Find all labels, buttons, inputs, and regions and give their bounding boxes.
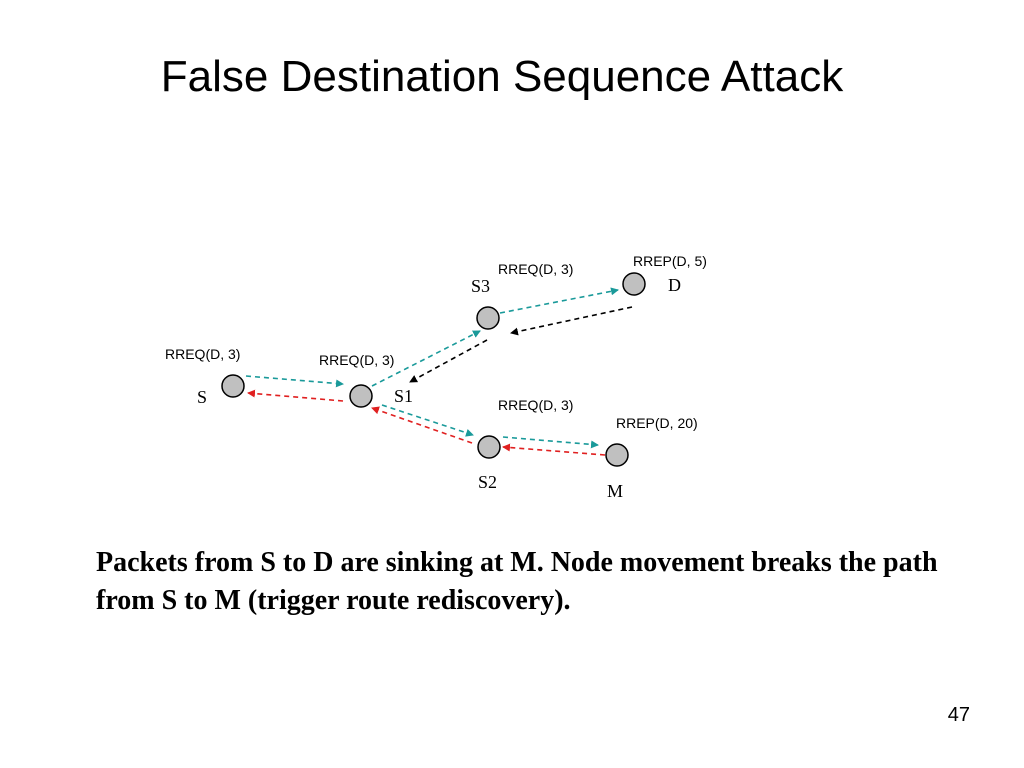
arrow-rreq-s1-to-s3 — [371, 330, 481, 387]
node-m — [605, 443, 629, 467]
node-s — [221, 374, 245, 398]
msg-label-rreq-s2: RREQ(D, 3) — [498, 397, 573, 413]
msg-label-rreq-s1: RREQ(D, 3) — [319, 352, 394, 368]
msg-label-rrep-d: RREP(D, 5) — [633, 253, 707, 269]
slide-title: False Destination Sequence Attack — [160, 52, 844, 101]
node-d — [622, 272, 646, 296]
arrow-rreq-s1-to-s2 — [381, 404, 474, 437]
node-label-s: S — [197, 387, 207, 407]
node-label-s1: S1 — [394, 386, 413, 406]
arrow-rrep-s2-to-s1 — [371, 406, 473, 444]
node-s3 — [476, 306, 500, 330]
arrow-rrep-s3-to-s1 — [409, 339, 488, 383]
slide-caption: Packets from S to D are sinking at M. No… — [96, 547, 938, 616]
node-label-s2: S2 — [478, 472, 497, 492]
page-number: 47 — [947, 704, 970, 726]
node-s2 — [477, 435, 501, 459]
node-s1 — [349, 384, 373, 408]
node-label-m: M — [607, 481, 623, 501]
msg-label-rrep-m: RREP(D, 20) — [616, 415, 698, 431]
arrow-rreq-s3-to-d — [499, 287, 619, 314]
arrow-rrep-d-to-s3 — [510, 306, 633, 336]
msg-label-rreq-s: RREQ(D, 3) — [165, 346, 240, 362]
arrow-rreq-s2-to-m — [502, 436, 599, 449]
node-label-d: D — [668, 275, 681, 295]
arrow-rrep-m-to-s2 — [502, 443, 606, 456]
arrow-rrep-s1-to-s — [247, 389, 344, 402]
arrow-rreq-s-to-s1 — [245, 375, 344, 388]
msg-label-rreq-s3: RREQ(D, 3) — [498, 261, 573, 277]
node-label-s3: S3 — [471, 276, 490, 296]
